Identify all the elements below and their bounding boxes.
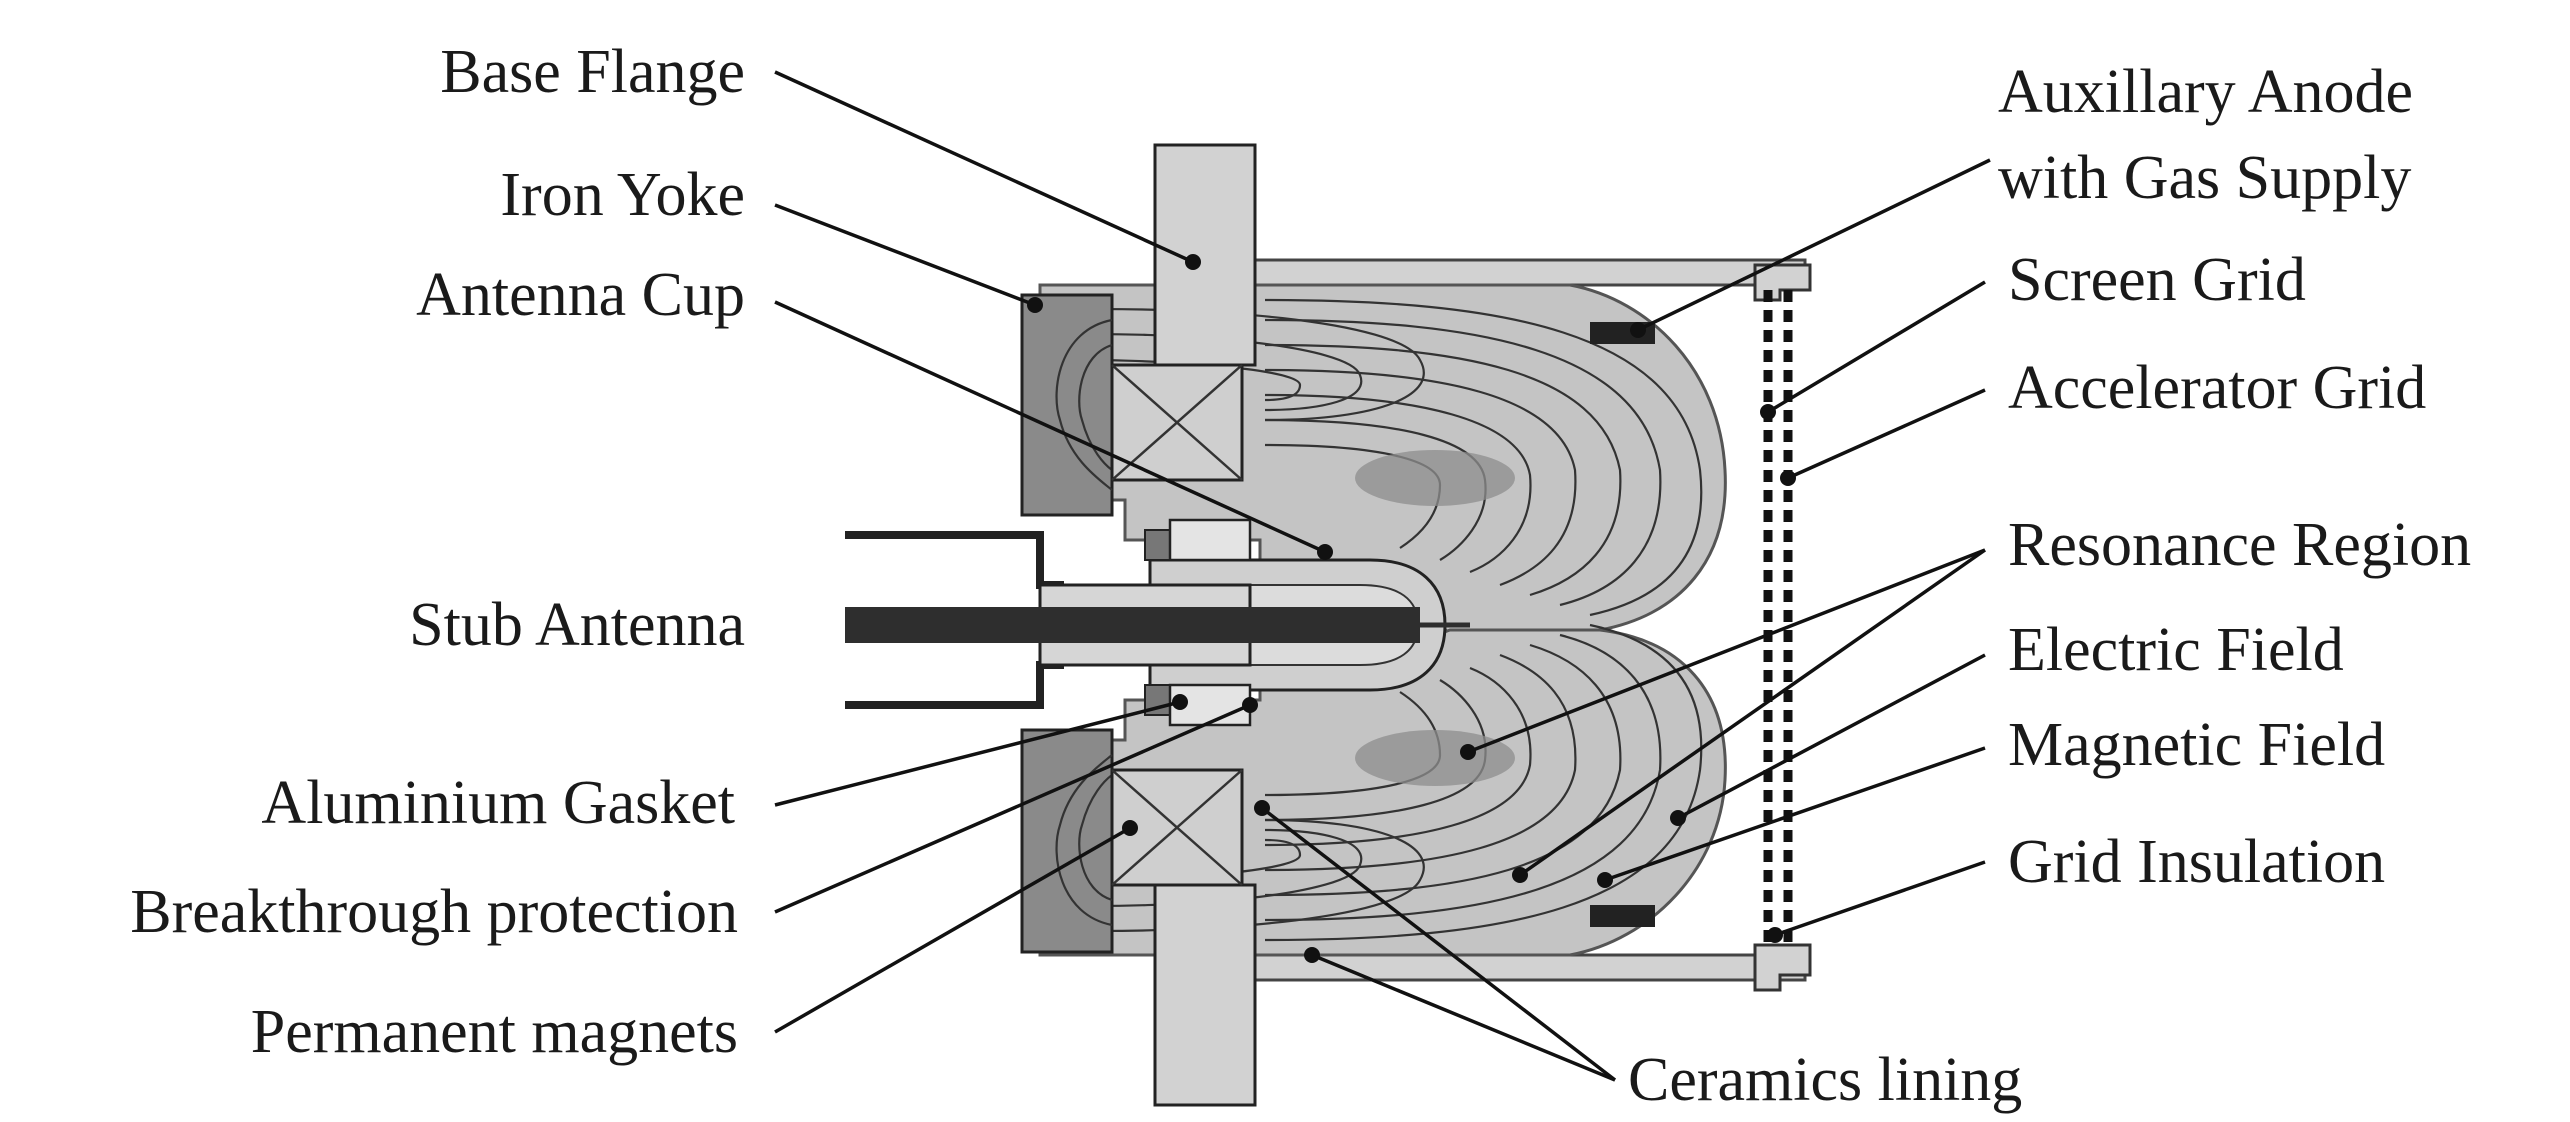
leader-screen-grid [1767,280,1986,414]
leader-accelerator-grid [1787,388,1986,480]
iron-yoke-upper [1020,293,1114,517]
label-accelerator-grid: Accelerator Grid [2008,354,2426,422]
leader-ceramics-lining-b [1311,953,1616,1082]
base-flange-lower [1153,883,1257,1107]
label-antenna-cup: Antenna Cup [416,261,745,329]
label-grid-insulation: Grid Insulation [2008,828,2385,896]
leader-dot-resonance-region-b [1512,867,1528,883]
label-iron-yoke: Iron Yoke [500,161,745,229]
label-permanent-magnets: Permanent magnets [251,998,738,1066]
label-breakthrough-protection: Breakthrough protection [130,878,738,946]
leader-lines [774,70,1991,1082]
base-flange-upper [1153,143,1257,367]
resonance-region-upper [1355,450,1515,506]
leader-breakthrough-protection [774,703,1251,914]
leader-dot-ceramics-lining-a [1254,800,1270,816]
label-ceramics-lining: Ceramics lining [1628,1046,2022,1114]
leader-aluminium-gasket [774,700,1181,807]
housing-wall-bottom [1253,953,1807,982]
leader-dot-electric-field [1670,810,1686,826]
leader-dot-auxillary-anode [1630,322,1646,338]
breakthrough-protection-upper [1168,518,1252,562]
auxillary-anode-block-lower [1590,905,1655,927]
label-electric-field: Electric Field [2008,616,2344,684]
leader-dot-base-flange [1185,254,1201,270]
label-base-flange: Base Flange [440,38,745,106]
leader-dot-accelerator-grid [1780,470,1796,486]
leader-base-flange [774,70,1194,264]
leader-dot-ceramics-lining-b [1304,947,1320,963]
leader-ceramics-lining-a [1260,806,1617,1082]
leader-resonance-region-b [1518,548,1987,877]
leader-dot-aluminium-gasket [1172,694,1188,710]
leader-magnetic-field [1604,746,1986,882]
leader-auxillary-anode [1637,158,1991,332]
leader-permanent-magnets [774,826,1131,1034]
labels: Base Flange Iron Yoke Antenna Cup Stub A… [130,38,2471,1114]
label-auxillary-anode-line1: Auxillary Anode [1998,58,2413,126]
leader-electric-field [1677,653,1986,820]
permanent-magnet-upper [1110,363,1244,482]
leader-resonance-region-a [1467,548,1986,754]
label-auxillary-anode-line2: with Gas Supply [1998,144,2411,212]
leader-dot-antenna-cup [1317,544,1333,560]
leader-iron-yoke [774,203,1036,307]
label-resonance-region: Resonance Region [2008,511,2471,579]
leader-dot-screen-grid [1760,404,1776,420]
label-stub-antenna: Stub Antenna [409,591,745,659]
leader-dot-grid-insulation [1767,927,1783,943]
leader-grid-insulation [1774,860,1986,937]
resonance-region-lower [1355,730,1515,786]
label-screen-grid: Screen Grid [2008,246,2306,314]
leader-dot-iron-yoke [1027,297,1043,313]
yoke-swirl-upper [1055,318,1113,491]
aluminium-gasket-upper [1144,529,1171,561]
yoke-swirl-lower [1055,754,1113,927]
leader-antenna-cup [774,300,1326,554]
thruster-cross-section [845,143,1812,1107]
leader-dot-breakthrough-protection [1242,697,1258,713]
label-aluminium-gasket: Aluminium Gasket [261,769,735,837]
housing-wall [1253,258,1807,287]
label-magnetic-field: Magnetic Field [2008,711,2385,779]
leader-dot-permanent-magnets [1122,820,1138,836]
iron-yoke-lower [1020,728,1114,954]
front-ring-lower [1753,943,1812,992]
stub-antenna-rod [845,607,1420,643]
leader-dot-magnetic-field [1597,872,1613,888]
leader-dot-resonance-region-a [1460,744,1476,760]
